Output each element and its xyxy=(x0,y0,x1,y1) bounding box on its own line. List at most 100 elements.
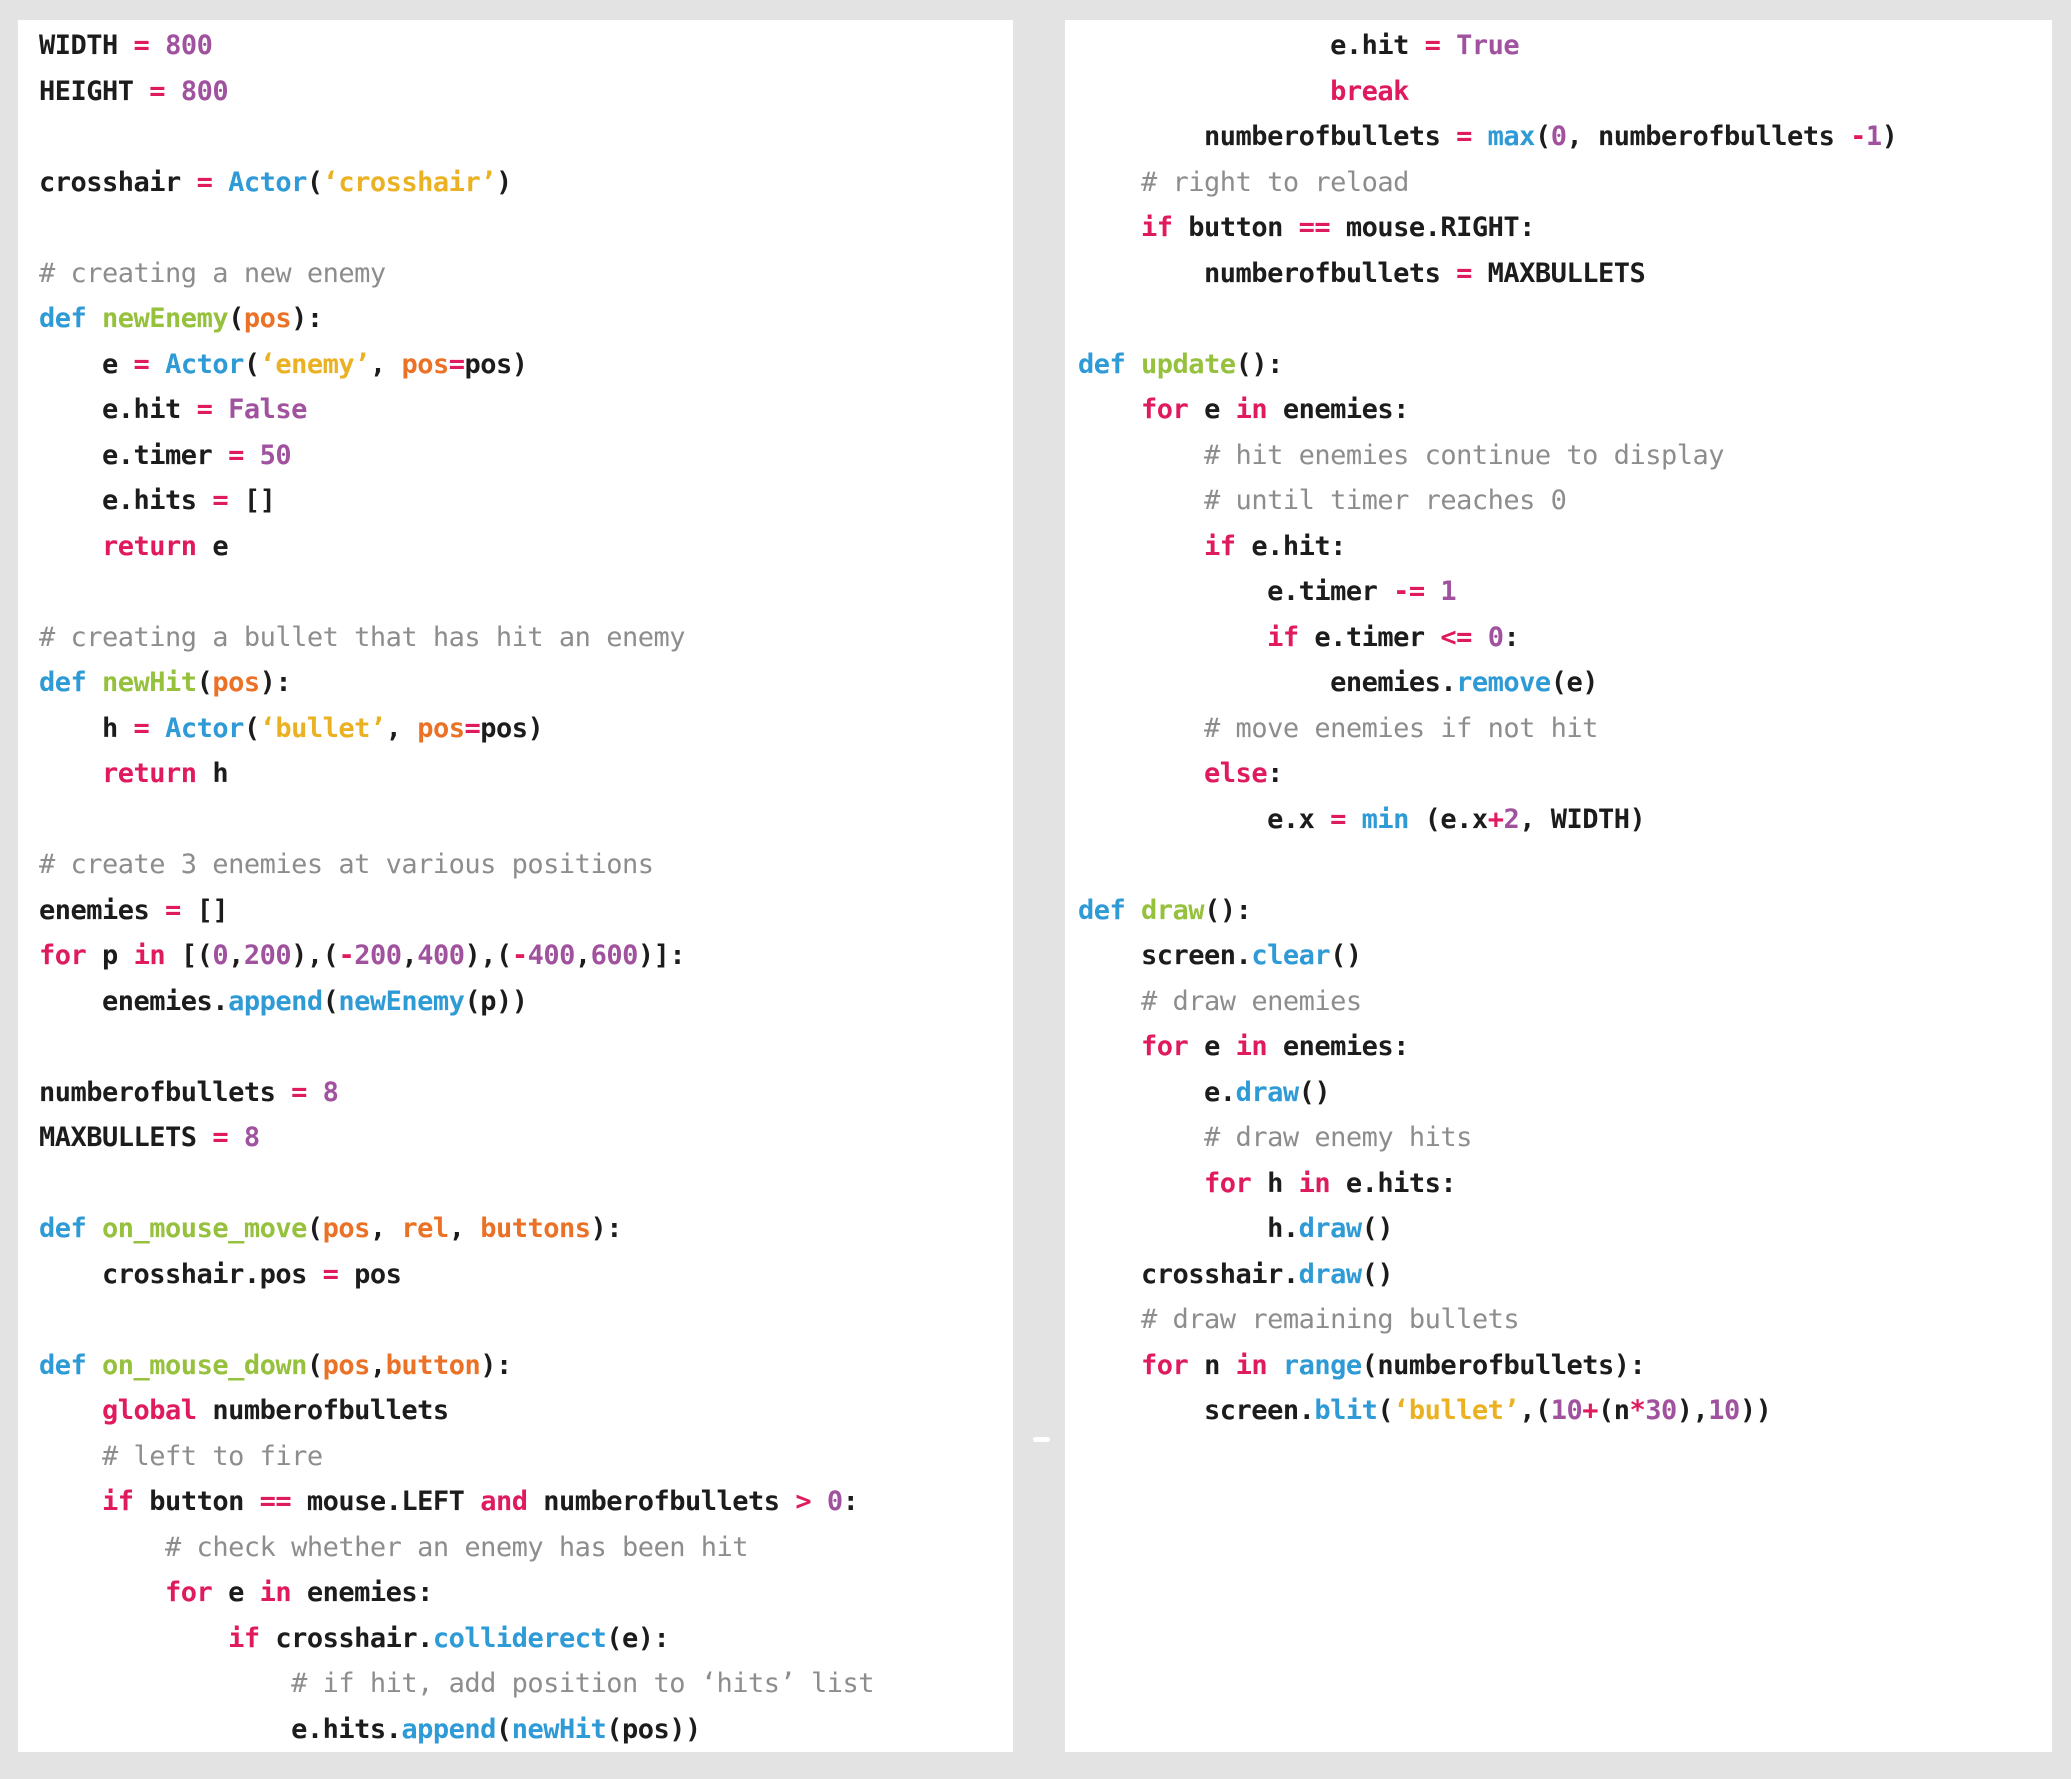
code-token: e.hits xyxy=(39,485,213,516)
code-token: if xyxy=(1204,530,1236,562)
code-token: # hit enemies continue to display xyxy=(1204,439,1724,471)
code-token xyxy=(39,758,102,789)
code-token xyxy=(39,1577,165,1608)
code-line: numberofbullets = max(0, numberofbullets… xyxy=(1078,114,2052,160)
code-token: - xyxy=(338,940,355,971)
code-token: h xyxy=(1251,1167,1299,1199)
code-token: colliderect xyxy=(432,1622,607,1654)
code-token: 0 xyxy=(826,1486,843,1517)
code-token: = xyxy=(133,348,150,380)
code-line: # if hit, add position to ‘hits’ list xyxy=(39,1661,1013,1707)
code-token: in xyxy=(1235,394,1268,425)
code-token: (): xyxy=(1204,894,1252,926)
code-line: def draw(): xyxy=(1078,888,2052,934)
code-token: ( xyxy=(306,166,323,198)
code-token xyxy=(149,349,165,380)
code-token: Actor xyxy=(165,712,244,744)
code-token: , WIDTH) xyxy=(1519,803,1646,835)
code-token: ‘bullet’ xyxy=(1393,1395,1520,1426)
code-token: , xyxy=(228,940,244,971)
code-line: # left to fire xyxy=(39,1434,1013,1480)
code-token: e.hits. xyxy=(39,1713,402,1745)
code-token: : xyxy=(842,1486,859,1517)
code-token: e.timer xyxy=(1078,576,1394,607)
code-token: return xyxy=(102,758,197,789)
code-token: h xyxy=(39,712,134,744)
code-token: = xyxy=(212,485,229,516)
code-token xyxy=(1078,531,1204,562)
code-token: numberofbullets xyxy=(1078,121,1457,152)
code-token: ( xyxy=(1534,121,1551,152)
code-token xyxy=(149,713,165,744)
code-token: 0 xyxy=(212,940,229,971)
code-line: enemies = [] xyxy=(39,888,1013,934)
code-token: - xyxy=(511,940,528,971)
code-token: = xyxy=(1456,121,1472,152)
code-token: def xyxy=(1078,894,1142,926)
code-token: pos xyxy=(401,348,449,380)
code-token: 800 xyxy=(180,75,229,107)
code-token: , numberofbullets xyxy=(1566,121,1851,152)
code-token xyxy=(1078,394,1141,425)
code-token: on_mouse_move xyxy=(102,1213,307,1244)
gutter-mark xyxy=(1033,1437,1050,1442)
code-token: p xyxy=(86,940,134,971)
code-token: newEnemy xyxy=(338,985,465,1017)
code-token: : xyxy=(1503,621,1520,653)
code-token: break xyxy=(1330,75,1409,107)
code-token: () xyxy=(1298,1076,1331,1108)
code-token xyxy=(228,1122,244,1153)
code-token: = xyxy=(322,1258,339,1290)
code-token: numberofbullets xyxy=(39,1076,292,1108)
code-line: for h in e.hits: xyxy=(1078,1161,2052,1207)
code-token: , xyxy=(369,348,402,380)
code-token: + xyxy=(1487,803,1504,835)
code-token: in xyxy=(1235,1349,1268,1381)
code-token: crosshair xyxy=(39,166,197,198)
code-token: for xyxy=(1141,1031,1189,1062)
code-token: MAXBULLETS xyxy=(39,1122,213,1153)
code-token: 200 xyxy=(243,940,292,971)
code-token: = xyxy=(196,166,213,198)
code-line xyxy=(1078,842,2052,888)
code-token: h. xyxy=(1078,1213,1299,1244)
code-token: , xyxy=(369,1213,402,1244)
code-line: if e.timer <= 0: xyxy=(1078,615,2052,661)
code-panel-right: e.hit = True break numberofbullets = max… xyxy=(1065,20,2052,1752)
code-line: for n in range(numberofbullets): xyxy=(1078,1343,2052,1389)
code-token xyxy=(1078,1122,1204,1153)
code-token: (numberofbullets): xyxy=(1361,1349,1646,1381)
code-token: e xyxy=(196,530,229,562)
code-line: return e xyxy=(39,524,1013,570)
code-token: (e.x xyxy=(1408,803,1489,835)
code-token: 10 xyxy=(1708,1395,1740,1426)
code-token: in xyxy=(1235,1031,1268,1062)
code-line: def on_mouse_down(pos,button): xyxy=(39,1343,1013,1389)
code-token: screen. xyxy=(1078,940,1252,971)
code-token: pos xyxy=(212,667,260,698)
code-line: screen.blit(‘bullet’,(10+(n*30),10)) xyxy=(1078,1388,2052,1434)
code-token: 400 xyxy=(527,940,576,971)
code-token: # draw enemies xyxy=(1141,985,1362,1017)
code-token: 8 xyxy=(322,1076,339,1108)
code-token: newHit xyxy=(511,1713,607,1745)
code-token: ,( xyxy=(1519,1395,1551,1426)
code-token: # move enemies if not hit xyxy=(1204,712,1598,744)
code-token: () xyxy=(1330,940,1362,971)
code-token: ( xyxy=(306,1213,323,1244)
code-token: = xyxy=(212,1122,229,1153)
code-token xyxy=(1346,804,1362,835)
code-token: range xyxy=(1282,1349,1362,1381)
code-token: ), xyxy=(1676,1395,1709,1426)
code-token: e. xyxy=(1078,1076,1236,1108)
code-token: enemies. xyxy=(39,985,229,1017)
code-token: 10 xyxy=(1550,1395,1583,1426)
code-token: True xyxy=(1456,30,1520,61)
code-token xyxy=(1078,76,1330,107)
code-token: + xyxy=(1582,1395,1598,1426)
code-token: numberofbullets xyxy=(527,1486,796,1517)
code-token: # draw remaining bullets xyxy=(1141,1304,1520,1335)
code-token xyxy=(39,1668,291,1699)
code-token: # check whether an enemy has been hit xyxy=(165,1531,748,1563)
code-line: MAXBULLETS = 8 xyxy=(39,1115,1013,1161)
